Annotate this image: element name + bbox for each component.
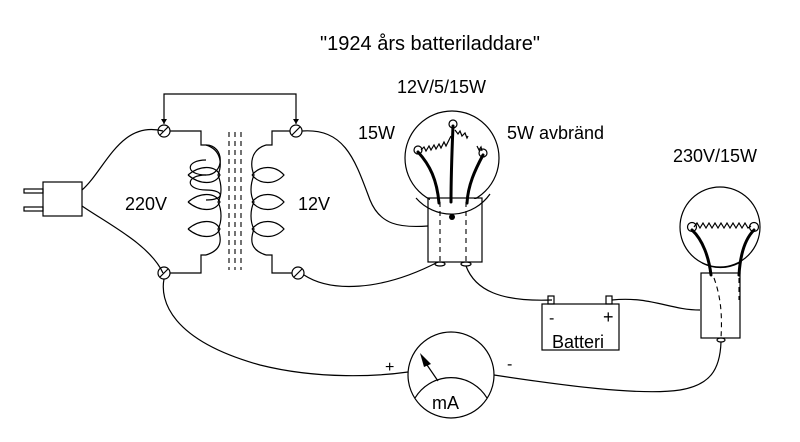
wire-battery-to-lamp: [611, 298, 701, 311]
terminal-primary-top: [157, 124, 171, 138]
battery-plus-label: +: [603, 307, 614, 327]
wire-secondary-bottom-to-lamp: [303, 261, 439, 287]
battery-label: Batteri: [552, 332, 604, 352]
lamp-dual-5w-label: 5W avbränd: [507, 123, 604, 143]
terminal-secondary-bottom: [291, 266, 305, 280]
lamp-dual-rating-label: 12V/5/15W: [397, 77, 486, 97]
lamp-dual-filament: [404, 110, 500, 267]
secondary-voltage-label: 12V: [298, 194, 330, 214]
wire-secondary-to-lamp: [301, 130, 429, 228]
lamp-mains-rating-label: 230V/15W: [673, 146, 757, 166]
battery: - + Batteri: [541, 295, 620, 352]
wire-ammeter-to-lamp: [493, 341, 722, 393]
wire-primary-to-ammeter: [162, 278, 409, 377]
wire-plug-top: [81, 128, 164, 191]
terminal-primary-bottom: [157, 266, 171, 280]
wire-plug-bottom: [81, 205, 164, 274]
lamp-mains: [679, 186, 761, 343]
transformer-core: [228, 132, 242, 270]
ammeter-plus-label: +: [385, 359, 394, 376]
terminal-secondary-top: [289, 124, 303, 138]
secondary-coil: [250, 130, 292, 274]
ammeter-minus-label: -: [507, 356, 512, 373]
ammeter-unit-label: mA: [432, 393, 459, 413]
battery-minus-label: -: [549, 310, 554, 327]
wire-lamp-to-battery: [465, 265, 553, 301]
mains-plug: [23, 181, 83, 217]
lamp-dual-15w-label: 15W: [358, 123, 395, 143]
primary-voltage-label: 220V: [125, 194, 167, 214]
diagram-title: "1924 års batteriladdare": [320, 33, 540, 55]
wire-transformer-link: [163, 93, 297, 124]
ammeter: mA: [407, 331, 495, 419]
primary-coil: [170, 130, 222, 274]
